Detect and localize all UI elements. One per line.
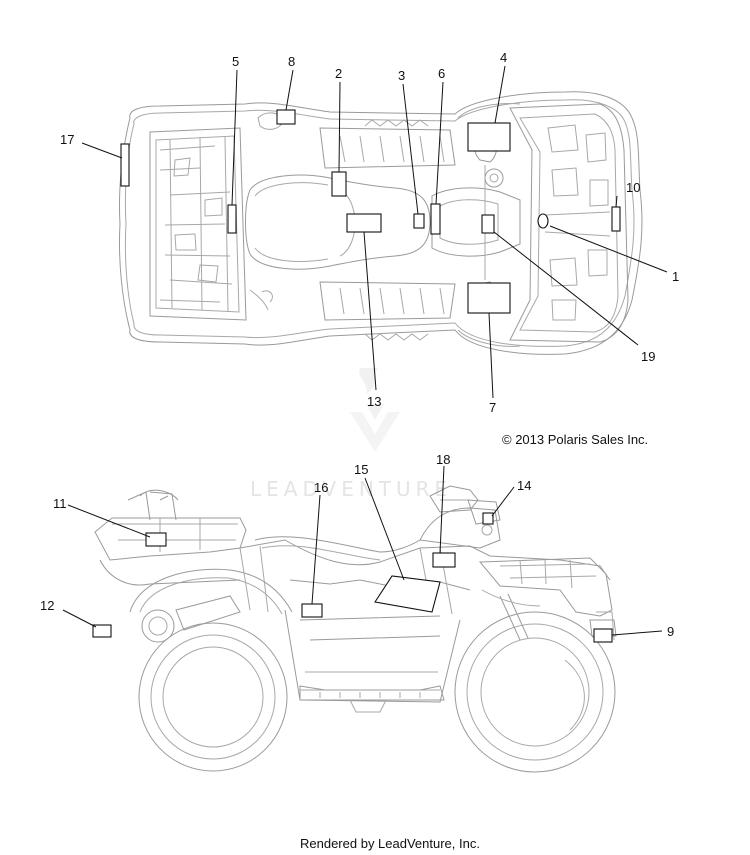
- callout-5: 5: [232, 54, 239, 69]
- watermark-text: LEADVENTURE: [250, 477, 452, 501]
- decal-13: [346, 213, 382, 233]
- decal-17: [120, 143, 130, 187]
- top-view-leaders: [81, 65, 668, 399]
- decal-16: [301, 603, 323, 618]
- callout-14: 14: [517, 478, 531, 493]
- callout-10: 10: [626, 180, 640, 195]
- decal-7: [467, 282, 511, 314]
- callout-2: 2: [335, 66, 342, 81]
- decal-5: [227, 204, 237, 234]
- rear-wheel: [138, 622, 288, 772]
- decal-14: [482, 512, 494, 525]
- side-view-decals: [92, 512, 613, 643]
- side-view-leaders: [62, 465, 663, 636]
- callout-16: 16: [314, 480, 328, 495]
- decal-12: [92, 624, 112, 638]
- callout-9: 9: [667, 624, 674, 639]
- callout-18: 18: [436, 452, 450, 467]
- callout-19: 19: [641, 349, 655, 364]
- callout-13: 13: [367, 394, 381, 409]
- rear-rack-top: [149, 127, 247, 321]
- copyright-notice: © 2013 Polaris Sales Inc.: [502, 432, 648, 447]
- front-wheel: [454, 611, 616, 773]
- callout-17: 17: [60, 132, 74, 147]
- callout-4: 4: [500, 50, 507, 65]
- atv-side-view: [94, 485, 617, 773]
- decal-4: [467, 122, 511, 152]
- decal-2: [331, 171, 347, 197]
- callout-12: 12: [40, 598, 54, 613]
- decal-15: [374, 575, 441, 613]
- decal-19: [481, 214, 495, 234]
- decal-9: [593, 628, 613, 643]
- handlebar-top: [431, 137, 521, 307]
- leadventure-watermark-logo: [350, 368, 400, 452]
- decal-18: [432, 552, 456, 568]
- callout-15: 15: [354, 462, 368, 477]
- front-rack-top: [509, 103, 629, 343]
- decal-11: [145, 532, 167, 547]
- footwells-top: [319, 119, 456, 341]
- callout-8: 8: [288, 54, 295, 69]
- callout-11: 11: [53, 496, 67, 511]
- top-view-decals: [120, 109, 621, 314]
- decal-1: [537, 213, 549, 229]
- callout-7: 7: [489, 400, 496, 415]
- atv-top-view: [118, 91, 643, 355]
- callout-6: 6: [438, 66, 445, 81]
- decal-10: [611, 206, 621, 232]
- callout-1: 1: [672, 269, 679, 284]
- rendered-by-footer: Rendered by LeadVenture, Inc.: [300, 836, 480, 851]
- decal-3: [413, 213, 425, 229]
- decal-8: [276, 109, 296, 125]
- callout-3: 3: [398, 68, 405, 83]
- decal-6: [430, 203, 441, 235]
